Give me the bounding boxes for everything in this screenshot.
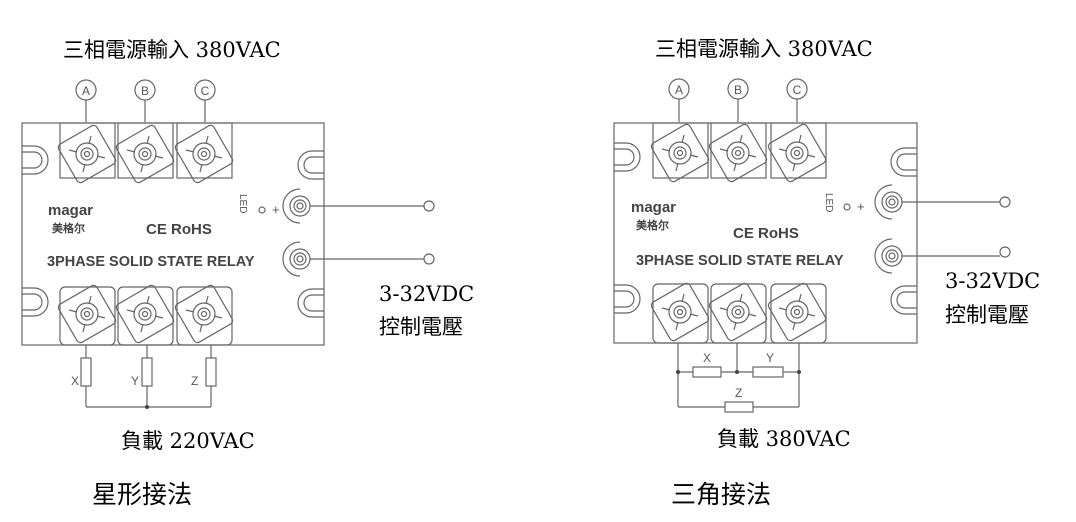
relay-body: magar 美格尔 CE RoHS 3PHASE SOLID STATE REL… xyxy=(21,122,325,346)
diagram-title: 三角接法 xyxy=(671,480,771,509)
svg-text:Z: Z xyxy=(735,386,742,400)
svg-text:C: C xyxy=(201,84,210,98)
load-voltage-label: 負載 380VAC xyxy=(717,427,851,451)
svg-text:C: C xyxy=(793,83,802,97)
svg-text:A: A xyxy=(675,83,683,97)
led-indicator xyxy=(843,203,851,211)
delta-loads: X Y Z xyxy=(676,343,801,413)
control-leads xyxy=(310,200,435,265)
brand-logo: magar xyxy=(631,199,676,216)
delta-diagram: 三相電源輸入 380VAC A B C xyxy=(613,37,1040,509)
brand-cn: 美格尔 xyxy=(52,221,85,235)
star-loads: X Y Z xyxy=(71,345,217,409)
relay-model-text: 3PHASE SOLID STATE RELAY xyxy=(47,254,255,270)
control-leads xyxy=(902,196,1011,258)
svg-text:+: + xyxy=(272,202,280,217)
brand-logo: magar xyxy=(48,202,93,219)
phase-c-marker: C xyxy=(194,79,216,122)
svg-text:X: X xyxy=(703,351,711,365)
svg-text:Y: Y xyxy=(766,351,774,365)
phase-c-marker: C xyxy=(786,78,808,122)
svg-text:X: X xyxy=(71,374,79,388)
svg-text:B: B xyxy=(141,84,149,98)
star-diagram: 三相電源輸入 380VAC A B C xyxy=(21,38,474,509)
brand-cn: 美格尔 xyxy=(636,218,669,232)
control-voltage-label: 3-32VDC xyxy=(379,282,474,306)
phase-b-marker: B xyxy=(727,78,749,122)
load-voltage-label: 負載 220VAC xyxy=(121,429,255,453)
relay-body: magar 美格尔 CE RoHS 3PHASE SOLID STATE REL… xyxy=(613,122,918,344)
svg-text:+: + xyxy=(857,199,865,214)
cert-marks: CE RoHS xyxy=(146,221,212,238)
phase-b-marker: B xyxy=(134,79,156,122)
svg-text:B: B xyxy=(734,83,742,97)
control-voltage-caption: 控制電壓 xyxy=(379,315,463,339)
relay-model-text: 3PHASE SOLID STATE RELAY xyxy=(636,253,844,269)
svg-text:Z: Z xyxy=(191,374,198,388)
input-voltage-label: 三相電源輸入 380VAC xyxy=(63,38,281,62)
led-label: LED xyxy=(823,193,834,212)
input-voltage-label: 三相電源輸入 380VAC xyxy=(655,37,873,61)
control-voltage-caption: 控制電壓 xyxy=(945,303,1029,327)
svg-text:Y: Y xyxy=(131,374,139,388)
led-label: LED xyxy=(237,194,248,213)
diagram-title: 星形接法 xyxy=(92,480,192,509)
phase-a-marker: A xyxy=(668,78,690,122)
cert-marks: CE RoHS xyxy=(733,225,799,242)
svg-text:A: A xyxy=(82,84,90,98)
control-voltage-label: 3-32VDC xyxy=(945,269,1040,293)
phase-a-marker: A xyxy=(75,79,97,122)
led-indicator xyxy=(258,206,266,214)
